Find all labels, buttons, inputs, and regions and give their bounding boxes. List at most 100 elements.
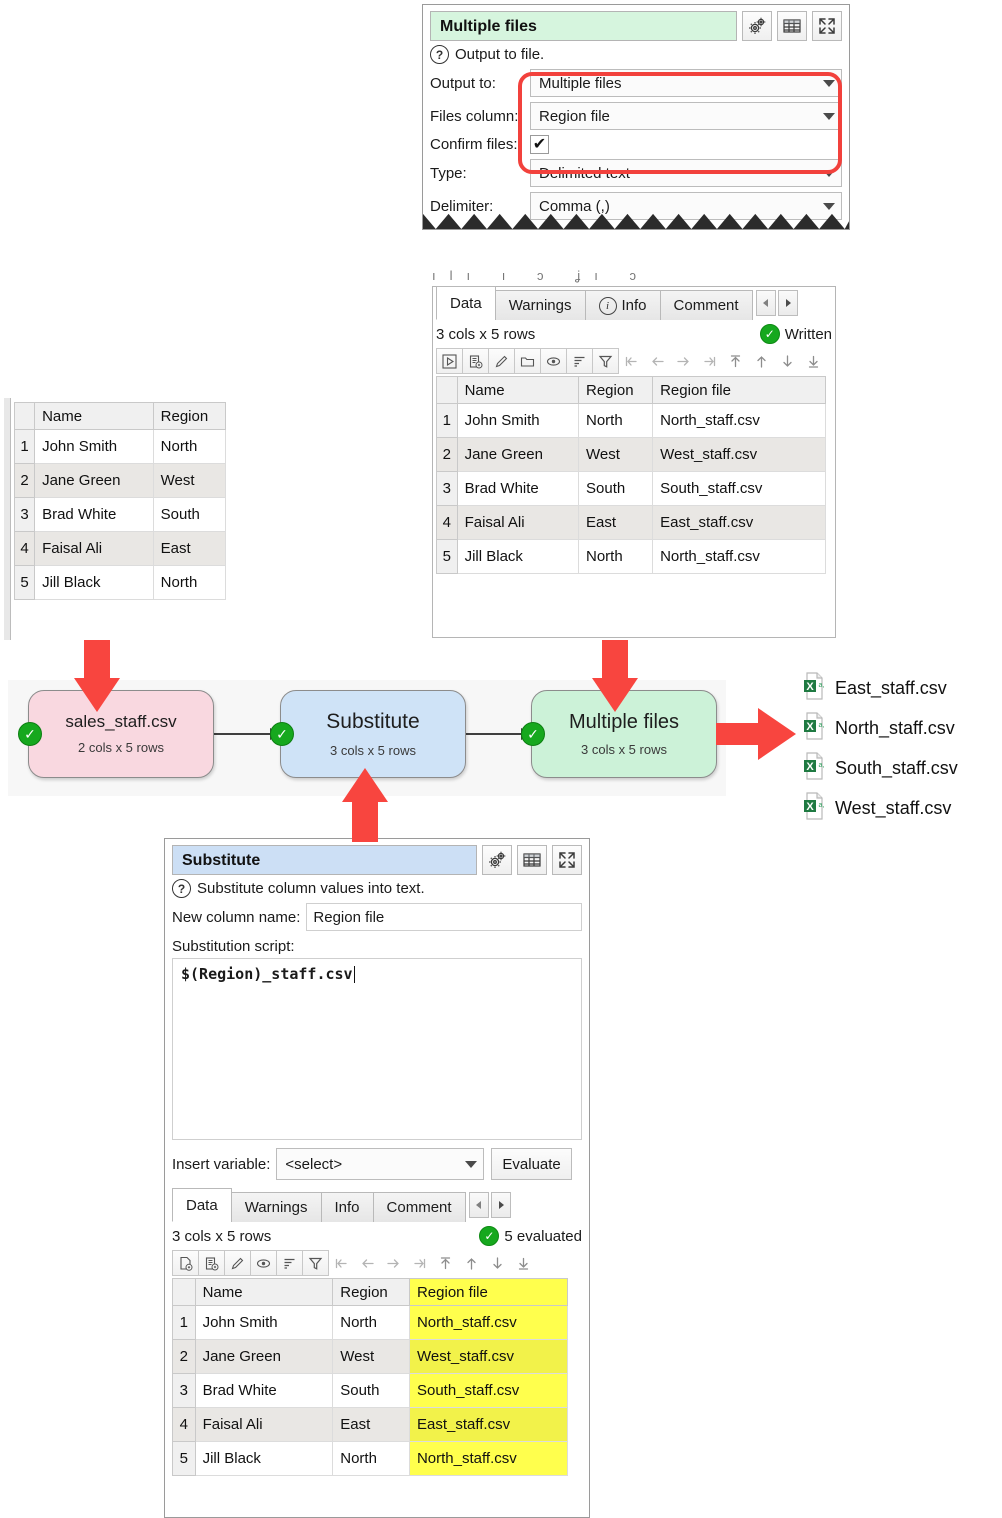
help-icon[interactable]: ? xyxy=(172,879,191,898)
row-number[interactable]: 1 xyxy=(436,403,458,438)
eye-icon[interactable] xyxy=(250,1250,277,1276)
row-number[interactable]: 4 xyxy=(436,505,458,540)
table-cell[interactable]: East_staff.csv xyxy=(408,1407,569,1442)
table-cell[interactable]: North xyxy=(577,403,654,438)
table-cell[interactable]: Faisal Ali xyxy=(34,531,154,566)
output-to-combo[interactable]: Multiple files xyxy=(530,69,842,97)
flow-node-multiple-files[interactable]: ✓ Multiple files 3 cols x 5 rows xyxy=(521,690,717,778)
tab-info[interactable]: Info xyxy=(320,1192,374,1222)
table-cell[interactable]: East xyxy=(577,505,654,540)
type-combo[interactable]: Delimited text xyxy=(530,159,842,187)
flow-node-substitute[interactable]: ✓ Substitute 3 cols x 5 rows xyxy=(270,690,466,778)
gears-icon[interactable] xyxy=(482,845,512,875)
row-number[interactable]: 3 xyxy=(13,497,36,532)
folder-icon[interactable] xyxy=(514,348,541,374)
table-cell[interactable]: East xyxy=(332,1407,410,1442)
table-cell[interactable]: John Smith xyxy=(456,403,580,438)
table-cell[interactable]: South xyxy=(152,497,226,532)
table-cell[interactable]: South xyxy=(332,1373,410,1408)
prev-row-icon[interactable] xyxy=(458,1250,485,1276)
eye-icon[interactable] xyxy=(540,348,567,374)
table-cell[interactable]: Jill Black xyxy=(456,539,580,574)
column-header[interactable]: Name xyxy=(34,402,154,430)
edit-icon[interactable] xyxy=(224,1250,251,1276)
new-icon[interactable] xyxy=(172,1250,199,1276)
table-cell[interactable]: North xyxy=(152,429,226,464)
output-panel-title[interactable]: Multiple files xyxy=(430,11,737,41)
table-cell[interactable]: West_staff.csv xyxy=(652,437,826,472)
table-cell[interactable]: North xyxy=(332,1441,410,1476)
first-row-icon[interactable] xyxy=(432,1250,459,1276)
filter-icon[interactable] xyxy=(302,1250,329,1276)
table-cell[interactable]: Jane Green xyxy=(194,1339,334,1374)
table-cell[interactable]: West xyxy=(332,1339,410,1374)
table-cell[interactable]: Faisal Ali xyxy=(456,505,580,540)
gears-icon[interactable] xyxy=(742,11,772,41)
table-cell[interactable]: Brad White xyxy=(34,497,154,532)
next-col-icon[interactable] xyxy=(380,1250,407,1276)
table-cell[interactable]: South_staff.csv xyxy=(408,1373,569,1408)
table-cell[interactable]: Jane Green xyxy=(456,437,580,472)
first-col-icon[interactable] xyxy=(328,1250,355,1276)
table-cell[interactable]: North xyxy=(152,565,226,600)
prev-tab-icon[interactable] xyxy=(755,290,776,316)
run-icon[interactable] xyxy=(436,348,463,374)
table-cell[interactable]: North_staff.csv xyxy=(652,539,826,574)
table-icon[interactable] xyxy=(777,11,807,41)
tab-comment[interactable]: Comment xyxy=(372,1192,466,1222)
row-number[interactable]: 3 xyxy=(172,1373,196,1408)
tab-warnings[interactable]: Warnings xyxy=(494,290,586,320)
column-header[interactable]: Region xyxy=(332,1278,410,1306)
table-cell[interactable]: South_staff.csv xyxy=(652,471,826,506)
row-number[interactable]: 5 xyxy=(13,565,36,600)
row-number[interactable]: 4 xyxy=(13,531,36,566)
row-number[interactable]: 1 xyxy=(172,1305,196,1340)
table-icon[interactable] xyxy=(517,845,547,875)
copy-icon[interactable] xyxy=(198,1250,225,1276)
row-number[interactable]: 2 xyxy=(13,463,36,498)
tab-comment[interactable]: Comment xyxy=(659,290,753,320)
prev-col-icon[interactable] xyxy=(354,1250,381,1276)
files-column-combo[interactable]: Region file xyxy=(530,102,842,130)
row-number[interactable]: 2 xyxy=(172,1339,196,1374)
table-cell[interactable]: Jill Black xyxy=(34,565,154,600)
new-column-name-input[interactable]: Region file xyxy=(306,903,582,931)
column-header[interactable]: Region file xyxy=(408,1278,569,1306)
table-cell[interactable]: North_staff.csv xyxy=(652,403,826,438)
column-header[interactable]: Name xyxy=(194,1278,334,1306)
sort-icon[interactable] xyxy=(276,1250,303,1276)
expand-icon[interactable] xyxy=(552,845,582,875)
tab-data[interactable]: Data xyxy=(436,286,496,320)
next-row-icon[interactable] xyxy=(484,1250,511,1276)
tab-warnings[interactable]: Warnings xyxy=(230,1192,322,1222)
row-number[interactable]: 2 xyxy=(436,437,458,472)
next-row-icon[interactable] xyxy=(774,348,801,374)
row-number[interactable]: 1 xyxy=(13,429,36,464)
table-cell[interactable]: North_staff.csv xyxy=(408,1441,569,1476)
expand-icon[interactable] xyxy=(812,11,842,41)
flow-node-sales-staff[interactable]: ✓ sales_staff.csv 2 cols x 5 rows xyxy=(18,690,214,778)
table-cell[interactable]: North_staff.csv xyxy=(408,1305,569,1340)
last-col-icon[interactable] xyxy=(696,348,723,374)
sort-icon[interactable] xyxy=(566,348,593,374)
substitution-script-editor[interactable]: $(Region)_staff.csv​ xyxy=(172,958,582,1140)
row-number[interactable]: 5 xyxy=(436,539,458,574)
last-row-icon[interactable] xyxy=(510,1250,537,1276)
column-header[interactable]: Region file xyxy=(652,376,826,404)
prev-row-icon[interactable] xyxy=(748,348,775,374)
last-col-icon[interactable] xyxy=(406,1250,433,1276)
